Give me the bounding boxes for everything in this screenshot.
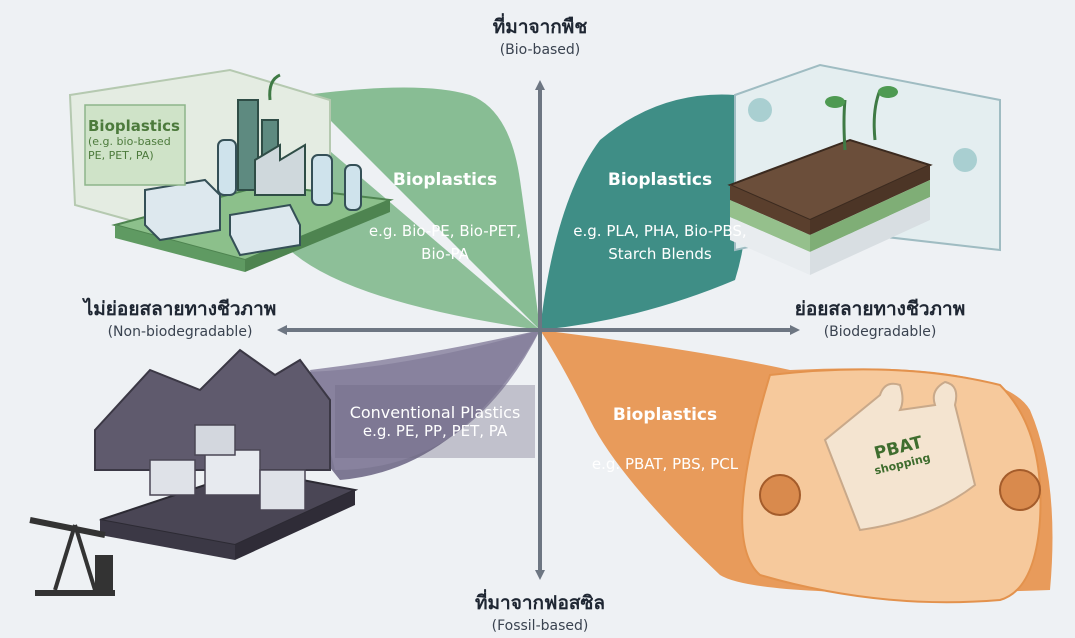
- bottom-left-wedge-top: [310, 330, 540, 470]
- quadrant-bottom-right-title: Bioplastics: [612, 405, 718, 425]
- quadrant-top-right-title: Bioplastics: [607, 170, 713, 190]
- top-left-wedge: [305, 87, 540, 330]
- quadrant-bottom-right-example: e.g. PBAT, PBS, PCL: [591, 455, 739, 473]
- axis-left-primary: ไม่ย่อยสลายทางชีวภาพ: [83, 298, 277, 320]
- sign-line-2: PE, PET, PA): [88, 149, 154, 162]
- bioplastics-sign-board: [84, 104, 186, 186]
- axis-bottom-label: ที่มาจากฟอสซิล (Fossil-based): [420, 588, 660, 634]
- fossil-plastic-scene: [94, 348, 359, 560]
- axis-left-secondary: (Non-biodegradable): [107, 324, 253, 340]
- quadrant-top-right-example-2: Starch Blends: [608, 245, 712, 263]
- axis-left-label: ไม่ย่อยสลายทางชีวภาพ (Non-biodegradable): [60, 294, 300, 340]
- axis-top-primary: ที่มาจากพืช: [492, 16, 588, 38]
- quadrant-bottom-right: Bioplastics e.g. PBAT, PBS, PCL: [565, 405, 765, 476]
- axis-bottom-secondary: (Fossil-based): [491, 618, 589, 634]
- quadrant-top-left-example-1: e.g. Bio-PE, Bio-PET,: [368, 222, 522, 240]
- sign-title: Bioplastics: [88, 117, 180, 135]
- microbe-icon: [759, 474, 801, 516]
- quadrant-top-right-example-1: e.g. PLA, PHA, Bio-PBS,: [573, 222, 747, 240]
- quadrant-bottom-left-example: e.g. PE, PP, PET, PA: [362, 422, 508, 440]
- top-right-wedge: [540, 94, 748, 330]
- quadrant-top-right: Bioplastics e.g. PLA, PHA, Bio-PBS, Star…: [555, 170, 765, 266]
- quadrant-bottom-left-title: Conventional Plastics: [349, 403, 521, 422]
- sign-line-1: (e.g. bio-based: [88, 135, 171, 148]
- axis-bottom-primary: ที่มาจากฟอสซิล: [474, 592, 606, 614]
- compost-soil-scene: [727, 63, 1001, 275]
- quadrant-top-left-example-2: Bio-PA: [421, 245, 469, 263]
- axis-right-secondary: (Biodegradable): [823, 324, 937, 340]
- quadrant-top-left-title: Bioplastics: [392, 170, 498, 190]
- oil-pump-icon: [29, 517, 115, 596]
- bioplastics-sign: Bioplastics (e.g. bio-based PE, PET, PA): [88, 117, 184, 163]
- microbe-icon: [999, 469, 1041, 511]
- axis-right-label: ย่อยสลายทางชีวภาพ (Biodegradable): [760, 294, 1000, 340]
- axis-top-label: ที่มาจากพืช (Bio-based): [440, 12, 640, 58]
- axis-top-secondary: (Bio-based): [499, 42, 581, 58]
- quadrant-bottom-left: Conventional Plastics e.g. PE, PP, PET, …: [335, 385, 535, 458]
- axis-right-primary: ย่อยสลายทางชีวภาพ: [794, 298, 966, 320]
- quadrant-top-left: Bioplastics e.g. Bio-PE, Bio-PET, Bio-PA: [345, 170, 545, 266]
- pbat-shopping-bag-icon: [823, 380, 977, 532]
